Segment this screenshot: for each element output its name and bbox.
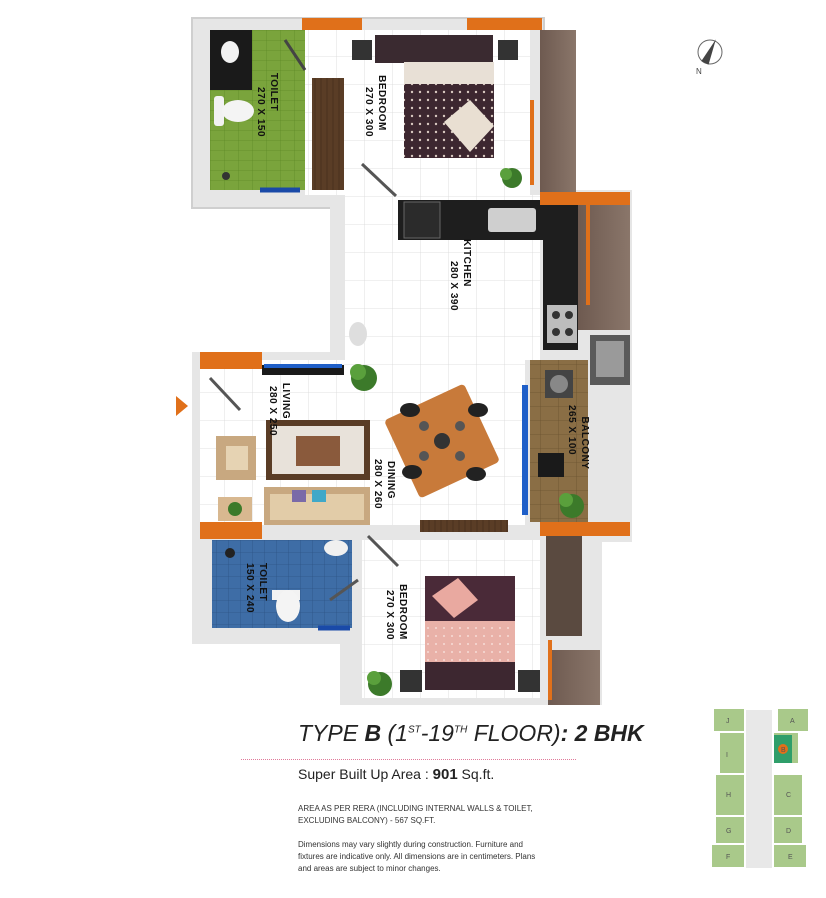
kitchen-counter — [349, 200, 578, 350]
coffee-table — [296, 436, 340, 466]
area-unit: Sq.ft. — [457, 766, 495, 782]
keyplan-letter-c: C — [786, 792, 791, 799]
wc-icon-bottom — [276, 590, 300, 622]
keyplan-letter-g: G — [726, 828, 731, 835]
room-label-bedroom-top: BEDROOM 270 X 300 — [363, 75, 387, 137]
floor-close: FLOOR) — [467, 720, 561, 746]
entrance-arrow-icon — [176, 396, 188, 416]
room-label-toilet-bottom: TOILET 150 X 240 — [244, 563, 268, 613]
rera-area-note: AREA AS PER RERA (INCLUDING INTERNAL WAL… — [298, 804, 533, 825]
keyplan-letter-d: D — [786, 828, 791, 835]
svg-text:280 X 390: 280 X 390 — [448, 261, 459, 311]
svg-text:270 X 150: 270 X 150 — [255, 87, 266, 137]
bhk-label: : 2 BHK — [560, 720, 644, 746]
svg-text:BEDROOM: BEDROOM — [376, 75, 387, 131]
stove-icon — [547, 305, 577, 343]
svg-text:TOILET: TOILET — [257, 563, 268, 601]
compass-letter: N — [696, 67, 702, 76]
pillow — [444, 100, 494, 152]
unit-type-title: TYPE B (1ST-19TH FLOOR): 2 BHK — [298, 720, 644, 747]
type-prefix: TYPE — [298, 720, 359, 746]
disclaimer-note: Dimensions may vary slightly during cons… — [298, 840, 536, 873]
svg-text:DINING: DINING — [385, 461, 396, 499]
svg-text:TOILET: TOILET — [268, 73, 279, 111]
balcony — [522, 360, 588, 522]
washbasin-icon — [221, 41, 239, 63]
area-value: 901 — [432, 766, 458, 783]
svg-text:LIVING: LIVING — [280, 383, 291, 419]
svg-text:265 X 100: 265 X 100 — [566, 405, 577, 455]
keyplan-letter-b: B — [781, 747, 786, 754]
room-label-toilet-top: TOILET 270 X 150 — [255, 73, 279, 137]
super-built-up-area: Super Built Up Area : 901 Sq.ft. — [298, 766, 494, 783]
keyplan-letter-e: E — [788, 854, 793, 861]
toilet-top — [210, 30, 307, 193]
keyplan-letter-h: H — [726, 792, 731, 799]
wardrobe — [312, 78, 344, 190]
floor-sup-2: TH — [453, 724, 468, 736]
chair-icon — [538, 453, 564, 477]
bedroom-bottom — [366, 520, 540, 696]
tv-unit — [262, 365, 344, 375]
room-label-kitchen: KITCHEN 280 X 390 — [448, 239, 472, 311]
svg-text:270 X 300: 270 X 300 — [363, 87, 374, 137]
sink-icon — [488, 208, 536, 232]
toilet-bottom — [212, 540, 359, 631]
wall-accents — [200, 18, 630, 705]
dining-set — [385, 384, 499, 498]
area-label: Super Built Up Area : — [298, 766, 433, 782]
floor-open: (1 — [387, 720, 408, 746]
duct-inner — [596, 341, 624, 377]
wc-icon — [222, 100, 254, 122]
room-label-balcony: BALCONY 265 X 100 — [566, 405, 590, 470]
floor-mid: -19 — [420, 720, 454, 746]
bedroom-top — [352, 35, 522, 198]
svg-text:KITCHEN: KITCHEN — [461, 239, 472, 287]
basin-icon-bottom — [324, 540, 348, 556]
keyplan-letter-j: J — [726, 718, 730, 725]
svg-text:BEDROOM: BEDROOM — [397, 584, 408, 640]
wash-basin-icon — [349, 322, 367, 346]
svg-text:280 X 250: 280 X 250 — [267, 386, 278, 436]
pillow-bottom — [432, 578, 478, 618]
keyplan-letter-f: F — [726, 854, 730, 861]
room-label-living: LIVING 280 X 250 — [267, 383, 291, 436]
room-label-dining: DINING 280 X 260 — [372, 459, 396, 509]
svg-text:280 X 260: 280 X 260 — [372, 459, 383, 509]
living-area — [208, 364, 377, 525]
key-plan: J A I B H C G D F E — [712, 709, 808, 868]
north-compass-icon: N — [696, 39, 723, 76]
keyplan-letter-a: A — [790, 718, 795, 725]
room-label-bedroom-bottom: BEDROOM 270 X 300 — [384, 584, 408, 640]
floor-sup-1: ST — [407, 724, 421, 736]
svg-text:150 X 240: 150 X 240 — [244, 563, 255, 613]
floor-plan: N TOILET 270 X 150 BEDROOM 270 X 300 KIT… — [176, 17, 723, 705]
type-letter: B — [364, 720, 382, 746]
svg-text:270 X 300: 270 X 300 — [384, 590, 395, 640]
svg-text:BALCONY: BALCONY — [579, 417, 590, 470]
title-divider — [241, 759, 576, 760]
keyplan-letter-i: I — [726, 752, 728, 759]
